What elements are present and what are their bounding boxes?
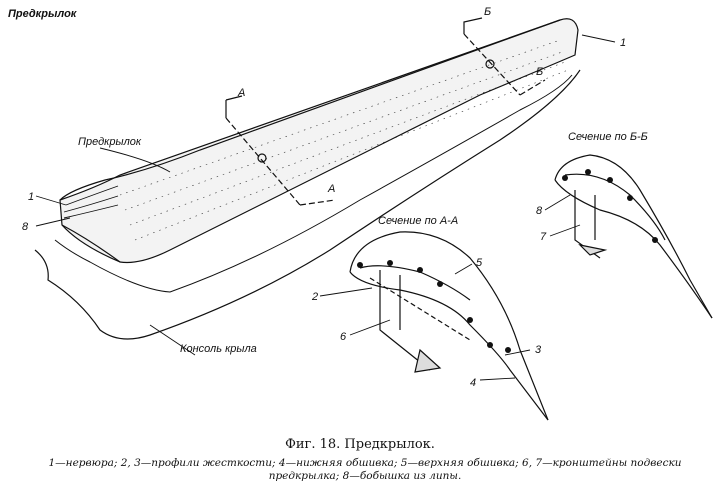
slat-drawing: Предкрылок Консоль крыла Сечение по А-А …: [22, 6, 713, 421]
label-num-6: 6: [340, 331, 347, 343]
wing-console-outline: [34, 69, 581, 340]
figure-caption: Фиг. 18. Предкрылок.: [285, 437, 435, 452]
label-num-5: 5: [476, 257, 483, 269]
page-header: Предкрылок: [8, 8, 77, 20]
attachment-hole-b: [485, 59, 495, 69]
label-num-2: 2: [311, 291, 318, 303]
label-cut-b-bottom: Б: [536, 66, 543, 78]
slat-leading-edge: [59, 19, 561, 201]
cut-line-b: [463, 33, 546, 96]
wing-console-outline-inner: [54, 74, 573, 293]
label-num-8-section: 8: [536, 205, 543, 217]
label-num-7: 7: [540, 231, 547, 243]
figure-legend: 1—нервюра; 2, 3—профили жесткости; 4—ниж…: [48, 457, 682, 482]
label-section-aa: Сечение по А-А: [378, 215, 458, 227]
label-console: Консоль крыла: [180, 343, 257, 355]
slat-lower-edge: [61, 224, 121, 263]
label-slat: Предкрылок: [78, 136, 142, 148]
label-section-bb: Сечение по Б-Б: [568, 131, 648, 143]
cut-line-a: [225, 117, 336, 206]
label-num-4: 4: [470, 377, 476, 389]
label-cut-a-bottom: А: [327, 183, 335, 195]
label-cut-a-top: А: [237, 87, 245, 99]
section-bb-drawing: [544, 154, 713, 319]
label-cut-b-top: Б: [484, 6, 491, 18]
slat-body: [59, 18, 579, 264]
section-aa-drawing: [319, 231, 549, 421]
label-num-1-main: 1: [28, 191, 34, 203]
label-num-3: 3: [535, 344, 542, 356]
label-num-8-main: 8: [22, 221, 29, 233]
attachment-hole-a: [257, 153, 267, 163]
label-num-1-tip: 1: [620, 37, 626, 49]
